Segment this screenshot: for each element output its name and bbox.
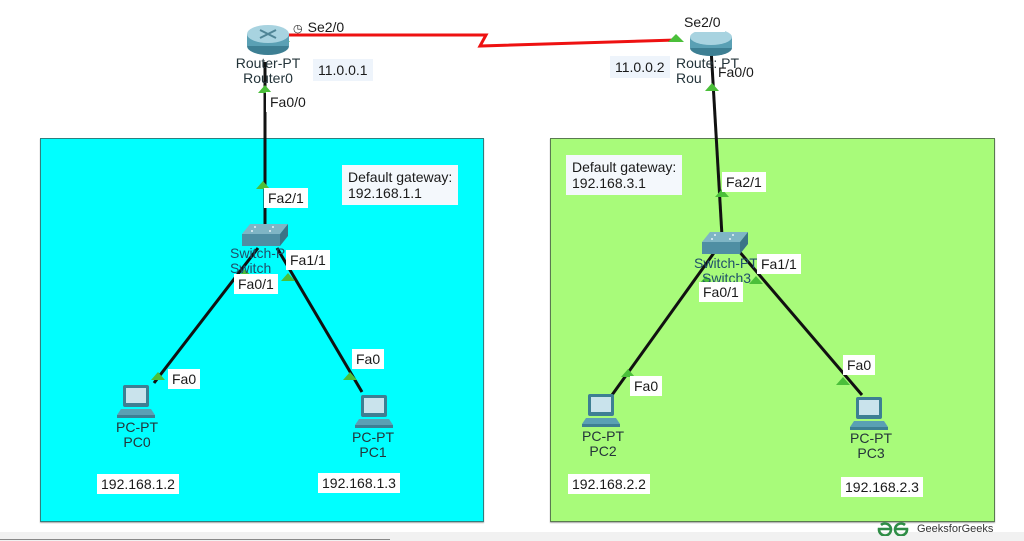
pc2-icon[interactable] bbox=[582, 392, 622, 428]
pc1-ip: 192.168.1.3 bbox=[318, 473, 400, 493]
link-router1-switch1[interactable] bbox=[709, 47, 724, 237]
router0-serial-ip: 11.0.0.1 bbox=[313, 59, 373, 81]
port-up-icon bbox=[836, 377, 850, 385]
router0-lan-port: Fa0/0 bbox=[266, 92, 310, 112]
switch0-port-fa0-1: Fa0/1 bbox=[234, 274, 278, 294]
pc0-icon[interactable] bbox=[117, 383, 157, 419]
horizontal-scrollbar[interactable] bbox=[0, 539, 390, 540]
pc1-name: PC1 bbox=[359, 444, 387, 460]
pc3-ip: 192.168.2.3 bbox=[841, 477, 923, 497]
note-title: Default gateway: bbox=[348, 169, 453, 185]
port-up-icon bbox=[668, 34, 684, 42]
pc3-port: Fa0 bbox=[843, 355, 876, 375]
pc3-model: PC-PT bbox=[850, 430, 892, 446]
port-up-icon bbox=[621, 369, 635, 377]
network-zone-right bbox=[550, 138, 995, 522]
pc2-port: Fa0 bbox=[630, 376, 663, 396]
pc0-name: PC0 bbox=[123, 434, 151, 450]
watermark-text: GeeksforGeeks bbox=[917, 523, 994, 535]
pc3-name: PC3 bbox=[857, 445, 885, 461]
bottom-bar bbox=[0, 532, 1024, 541]
port-up-icon bbox=[151, 372, 165, 380]
link-switch1-pc3[interactable] bbox=[736, 249, 864, 396]
pc0-port: Fa0 bbox=[168, 369, 201, 389]
note-title: Default gateway: bbox=[572, 159, 677, 175]
switch0-port-fa1-1: Fa1/1 bbox=[286, 250, 330, 270]
switch1-icon[interactable] bbox=[700, 230, 750, 256]
port-up-icon bbox=[749, 276, 763, 284]
pc1-model: PC-PT bbox=[352, 429, 394, 445]
port-status-indicators bbox=[151, 34, 850, 385]
switch0-uplink-port: Fa2/1 bbox=[264, 188, 308, 208]
watermark: GeeksforGeeks bbox=[877, 522, 993, 536]
port-up-icon bbox=[258, 85, 272, 93]
pc2-name: PC2 bbox=[589, 443, 617, 459]
router0-model: Router-PT bbox=[235, 55, 301, 71]
port-up-icon bbox=[705, 83, 719, 91]
switch1-model: Switch-PT bbox=[694, 255, 758, 271]
gfg-logo-icon bbox=[877, 522, 909, 536]
switch1-uplink-port: Fa2/1 bbox=[722, 172, 766, 192]
pc2-ip: 192.168.2.2 bbox=[568, 474, 650, 494]
port-up-icon bbox=[343, 372, 357, 380]
router0-serial-port-label: Se2/0 bbox=[307, 19, 345, 35]
default-gateway-note-right: Default gateway:192.168.3.1 bbox=[566, 155, 683, 195]
router0-icon[interactable] bbox=[245, 22, 291, 58]
default-gateway-note-left: Default gateway:192.168.1.1 bbox=[342, 165, 459, 205]
port-up-icon bbox=[281, 273, 295, 281]
switch0-icon[interactable] bbox=[240, 222, 290, 248]
port-up-icon bbox=[715, 189, 729, 197]
router1-serial-ip: 11.0.0.2 bbox=[610, 56, 670, 78]
note-value: 192.168.3.1 bbox=[572, 175, 646, 191]
pc1-icon[interactable] bbox=[355, 393, 395, 429]
switch1-port-fa1-1: Fa1/1 bbox=[757, 254, 801, 274]
router0-serial-port: ◷ Se2/0 bbox=[293, 19, 344, 37]
switch0-name: Switch bbox=[230, 260, 272, 276]
switch1-name: Switch3 bbox=[702, 270, 752, 286]
router1-icon[interactable] bbox=[688, 26, 734, 58]
pc1-port: Fa0 bbox=[352, 349, 385, 369]
serial-link[interactable] bbox=[270, 33, 677, 48]
switch0-model: Switch-P bbox=[230, 245, 286, 261]
router0-name: Router0 bbox=[243, 70, 293, 86]
switch1-port-fa0-1: Fa0/1 bbox=[699, 282, 743, 302]
pc0-ip: 192.168.1.2 bbox=[97, 474, 179, 494]
link-switch0-pc1[interactable] bbox=[275, 247, 364, 393]
router1-serial-port: Se2/0 bbox=[680, 12, 725, 32]
router1-model: Route: PT bbox=[676, 55, 740, 71]
note-value: 192.168.1.1 bbox=[348, 185, 422, 201]
pc2-model: PC-PT bbox=[582, 428, 624, 444]
pc3-icon[interactable] bbox=[850, 395, 890, 431]
router1-lan-port: Fa0/0 bbox=[718, 64, 754, 80]
link-switch0-pc0[interactable] bbox=[152, 247, 260, 384]
pc0-model: PC-PT bbox=[116, 419, 158, 435]
clock-icon: ◷ bbox=[293, 23, 303, 35]
port-up-icon bbox=[256, 181, 270, 189]
router1-name: Rou bbox=[676, 70, 702, 86]
